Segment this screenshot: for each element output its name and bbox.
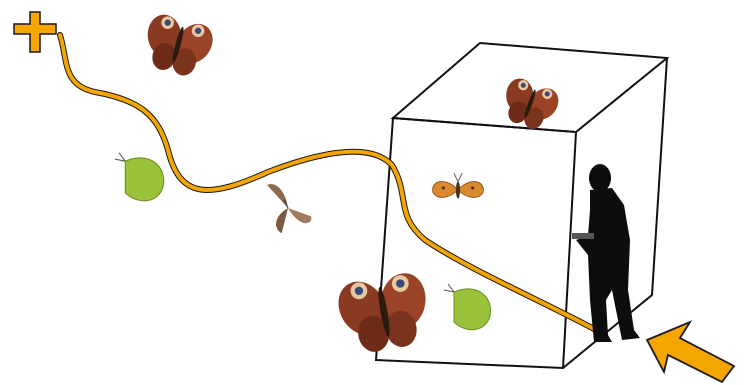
peacock-butterfly-top-left: [134, 5, 224, 82]
arrow-icon: [647, 322, 734, 382]
person-silhouette: [572, 164, 640, 342]
small-heath-butterfly: [267, 184, 311, 233]
peacock-butterfly-bottom: [326, 262, 441, 358]
brimstone-butterfly-bottom: [444, 284, 491, 330]
brimstone-butterfly-left: [115, 153, 164, 201]
fritillary-butterfly: [433, 173, 484, 198]
cross-icon: [14, 12, 56, 52]
